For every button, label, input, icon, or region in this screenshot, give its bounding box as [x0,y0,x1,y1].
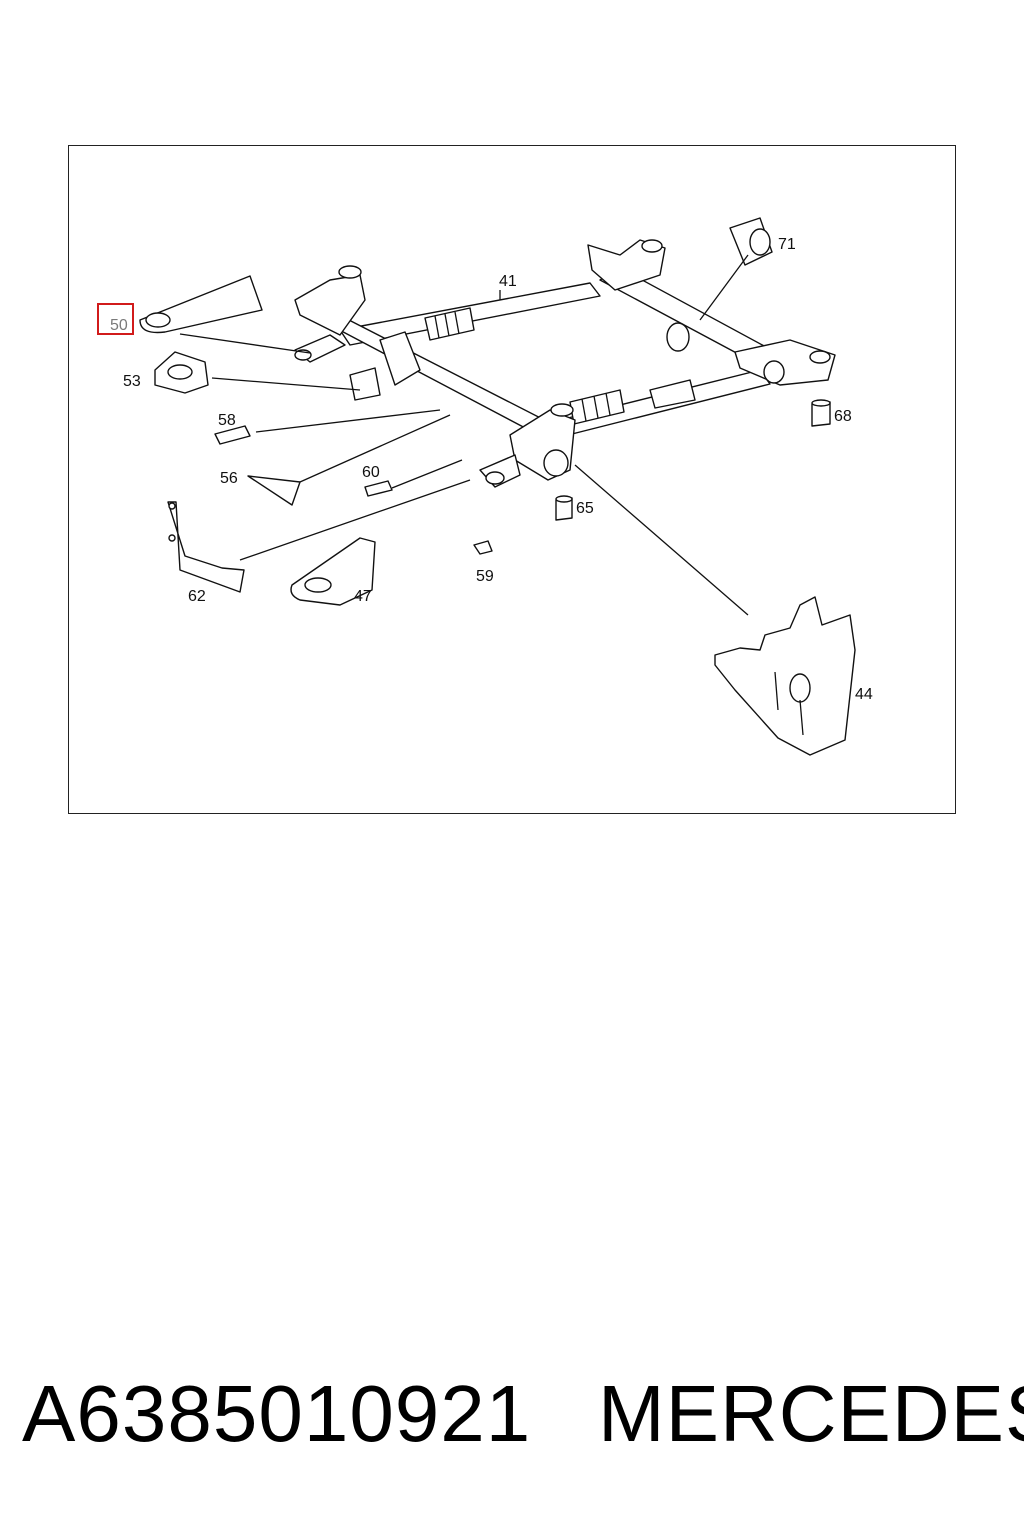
part-71-bushing [729,217,773,266]
part-number: A6385010921 [22,1369,532,1458]
callout-labels: 41 71 50 53 58 68 56 60 65 59 62 47 44 [110,236,873,703]
callout-59: 59 [476,568,494,585]
part-58-plate [214,425,251,445]
callout-53: 53 [123,373,141,390]
part-50-bracket [139,275,263,334]
part-56-shield [247,475,301,506]
highlight-box [97,303,134,335]
callout-68: 68 [834,408,852,425]
part-47-bracket [290,537,376,606]
brand-name: MERCEDES [598,1369,1024,1458]
part-60-plate [364,480,393,497]
part-44-bracket [714,596,856,756]
callout-47: 47 [354,588,372,605]
callout-62: 62 [188,588,206,605]
callout-41: 41 [499,273,517,290]
callout-50: 50 [110,317,128,334]
leader-lines [179,254,749,616]
part-59-clip [473,540,493,555]
callout-60: 60 [362,464,380,481]
part-62-bracket [167,501,245,593]
footer: A6385010921 MERCEDES [0,1368,1024,1478]
callout-56: 56 [220,470,238,487]
part-68-bushing [811,399,831,427]
part-65-bushing [555,495,573,521]
callout-65: 65 [576,500,594,517]
diagram-frame [68,145,956,814]
callout-44: 44 [855,686,873,703]
callout-71: 71 [778,236,796,253]
subframe-assembly [294,239,836,488]
part-53-mount [154,351,209,394]
callout-58: 58 [218,412,236,429]
parts-diagram: 41 71 50 53 58 68 56 60 65 59 62 47 44 [97,217,873,756]
